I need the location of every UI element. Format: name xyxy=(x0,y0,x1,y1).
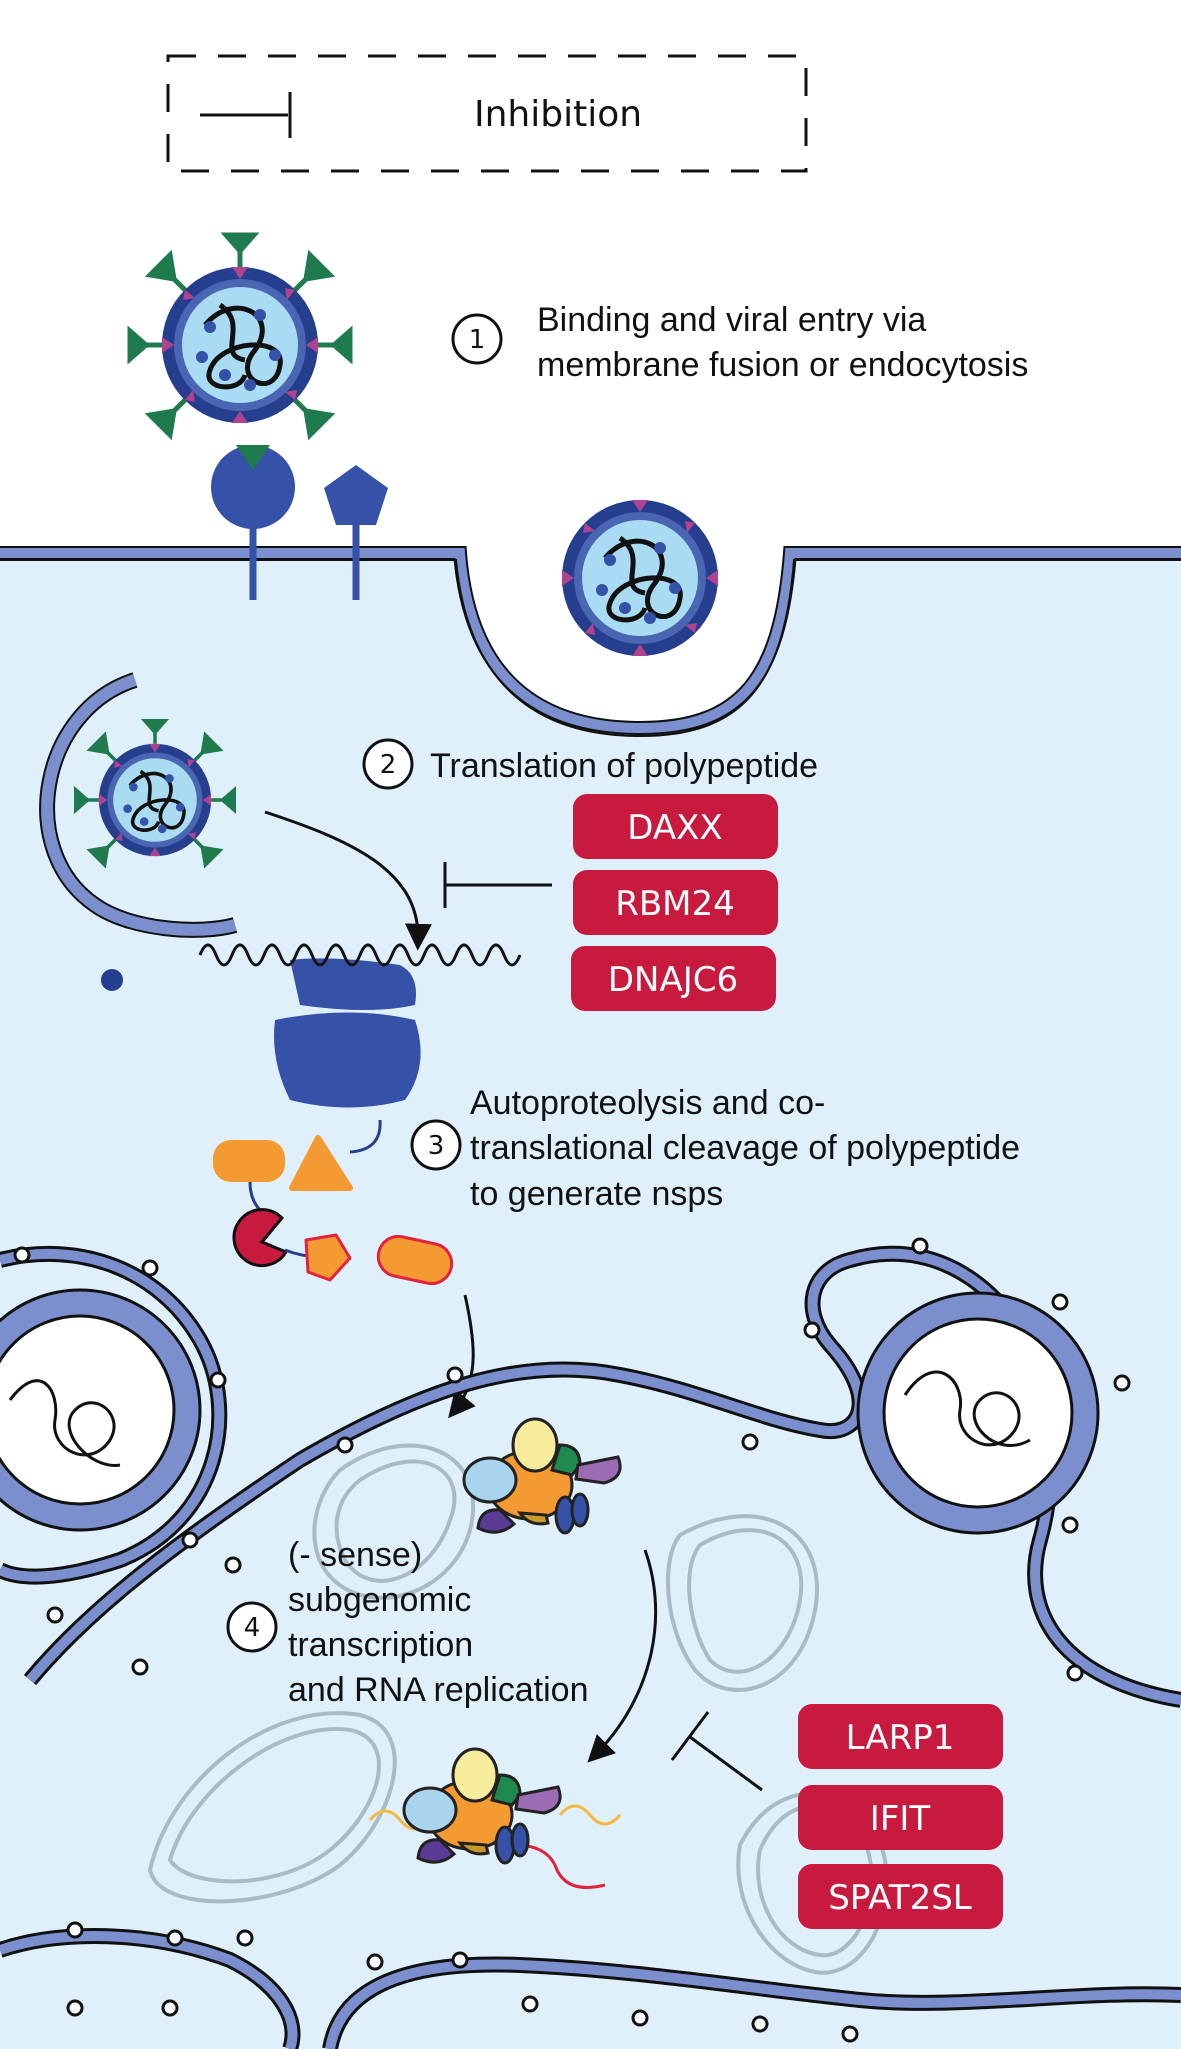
badge-dnajc6: DNAJC6 xyxy=(608,960,738,1000)
step-3-line-3: to generate nsps xyxy=(470,1175,723,1213)
badge-spat2sl: SPAT2SL xyxy=(828,1878,972,1918)
ribosome-icon xyxy=(274,958,421,1108)
step-3-line-2: translational cleavage of polypeptide xyxy=(470,1129,1020,1167)
receptor-icon-secondary xyxy=(324,465,388,600)
replication-inhibitors: LARP1 IFIT SPAT2SL xyxy=(798,1704,1003,1929)
inhibition-replication xyxy=(670,1711,763,1792)
virus-icon xyxy=(130,235,350,435)
double-membrane-vesicle-right xyxy=(856,1291,1100,1535)
mrna-strand xyxy=(198,943,522,967)
inhibition-translation xyxy=(443,862,552,908)
endocytosed-virus-icon xyxy=(562,500,718,656)
step-4-line-4: and RNA replication xyxy=(288,1671,589,1709)
legend-inhibition-label: Inhibition xyxy=(474,94,642,135)
step-1-line-1: Binding and viral entry via xyxy=(537,301,926,339)
endosome xyxy=(39,672,238,938)
step-1-number: 1 xyxy=(469,325,486,355)
step-4: 4 (- sense) subgenomic transcription and… xyxy=(226,1536,589,1709)
badge-rbm24: RBM24 xyxy=(615,884,735,924)
step-2-line-1: Translation of polypeptide xyxy=(430,747,818,785)
plasma-membrane xyxy=(0,546,1181,738)
receptor-icon xyxy=(211,445,295,600)
nsp-products xyxy=(213,1119,454,1286)
step-2: 2 Translation of polypeptide xyxy=(362,738,818,790)
step-4-line-2: subgenomic xyxy=(288,1581,471,1619)
step-4-line-3: transcription xyxy=(288,1626,473,1664)
step-2-number: 2 xyxy=(380,750,397,780)
replication-complex-with-rna-icon xyxy=(368,1747,622,1889)
arrow-release-rna xyxy=(264,810,432,951)
step-4-number: 4 xyxy=(244,1613,261,1643)
double-membrane-vesicle-left xyxy=(0,1288,202,1532)
cytoplasm xyxy=(0,555,1181,2049)
protease-icon xyxy=(232,1208,289,1268)
step-3: 3 Autoproteolysis and co- translational … xyxy=(410,1084,1020,1213)
step-1-line-2: membrane fusion or endocytosis xyxy=(537,346,1028,384)
arrow-to-replication xyxy=(448,1294,476,1419)
step-1: 1 Binding and viral entry via membrane f… xyxy=(451,301,1028,384)
arrow-replication xyxy=(587,1549,658,1763)
inhibition-bar-icon xyxy=(200,92,292,138)
step-3-number: 3 xyxy=(428,1131,445,1161)
translation-inhibitors: DAXX RBM24 DNAJC6 xyxy=(571,794,778,1011)
step-3-line-1: Autoproteolysis and co- xyxy=(470,1084,825,1122)
ribosome-dots xyxy=(13,1237,1131,2043)
badge-daxx: DAXX xyxy=(627,808,722,848)
step-4-line-1: (- sense) xyxy=(288,1536,422,1574)
badge-larp1: LARP1 xyxy=(846,1718,955,1758)
legend-box: Inhibition xyxy=(166,54,808,173)
vesicle-dot xyxy=(101,969,123,991)
badge-ifit: IFIT xyxy=(870,1799,931,1839)
